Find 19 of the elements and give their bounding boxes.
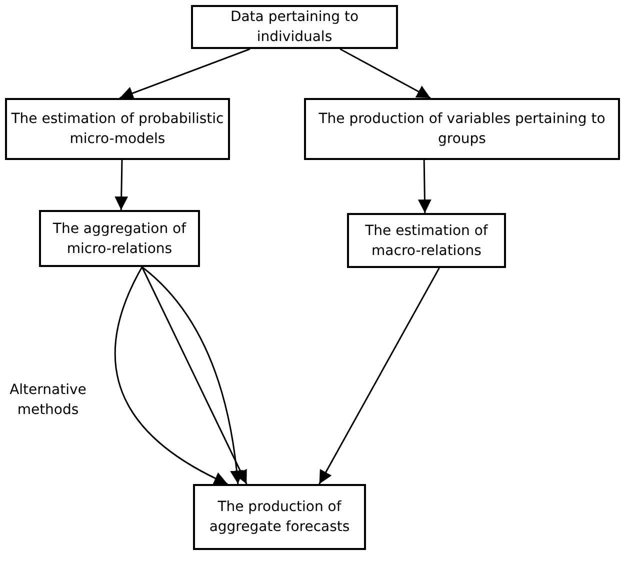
note-text: Alternative methods — [8, 381, 88, 420]
arrow — [114, 266, 228, 485]
arrow — [114, 160, 128, 210]
box-text: The aggregation of micro-relations — [52, 220, 188, 258]
box-text: The estimation of probabilistic micro-models — [11, 110, 224, 149]
process-box — [304, 98, 620, 160]
process-box — [5, 98, 230, 160]
arrow — [119, 48, 250, 100]
process-box — [191, 5, 398, 49]
box-text: The estimation of macro-relations — [364, 222, 489, 260]
process-box — [193, 484, 366, 550]
process-box — [39, 210, 200, 267]
arrow — [418, 160, 432, 214]
arrow — [318, 268, 440, 484]
process-box — [347, 213, 506, 268]
box-text: The production of aggregate forecasts — [208, 498, 351, 537]
box-text: The production of variables pertaining to groups — [318, 110, 606, 149]
box-text: Data pertaining to individuals — [229, 8, 360, 47]
arrow — [340, 48, 431, 99]
